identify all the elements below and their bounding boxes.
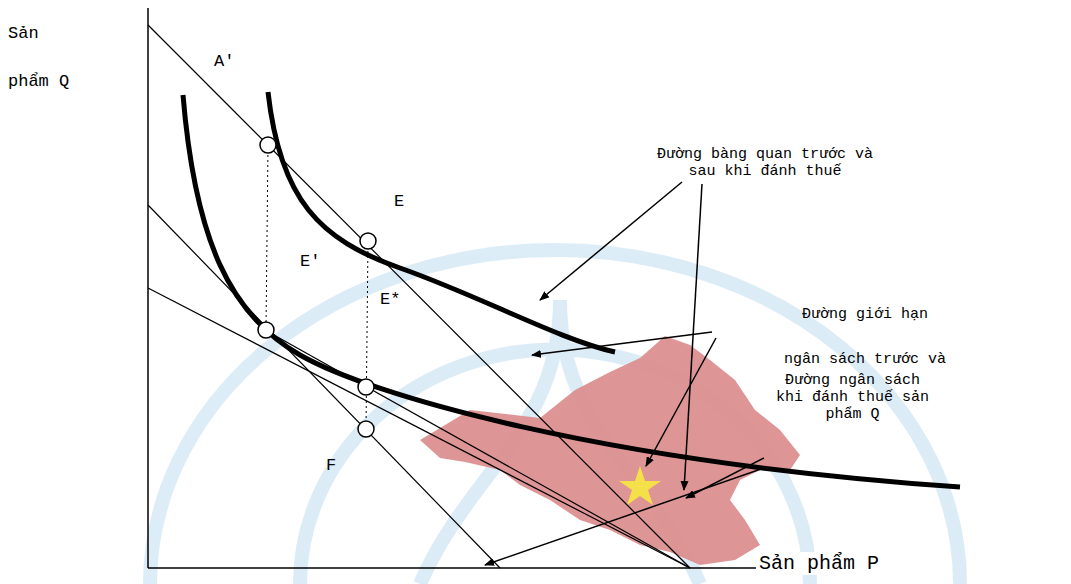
globe-watermark (150, 250, 960, 584)
budget-lines (148, 25, 690, 568)
annotation: Đường ngân sách khi đánh thuế sản phẩm Q (770, 372, 935, 423)
leader-arrows (485, 182, 764, 565)
map-star (619, 466, 661, 505)
dotted-guides (266, 145, 368, 429)
point-label: E′ (300, 252, 320, 271)
points (258, 137, 376, 437)
indifference-curve (183, 95, 960, 487)
point-label: E (394, 192, 404, 211)
point-label: F (326, 456, 336, 475)
indifference-curve (268, 92, 615, 352)
axis-label: Sản phẩm Q (8, 10, 83, 106)
axis-label: Sản phẩm P (756, 552, 882, 575)
point-label: A′ (214, 52, 234, 71)
annotation: Đường giới hạn ngân sách trước và (781, 292, 949, 382)
map-watermark (420, 336, 800, 565)
point-label: E* (380, 290, 400, 309)
annotation: Đường bàng quan trước và sau khi đánh th… (640, 146, 890, 180)
